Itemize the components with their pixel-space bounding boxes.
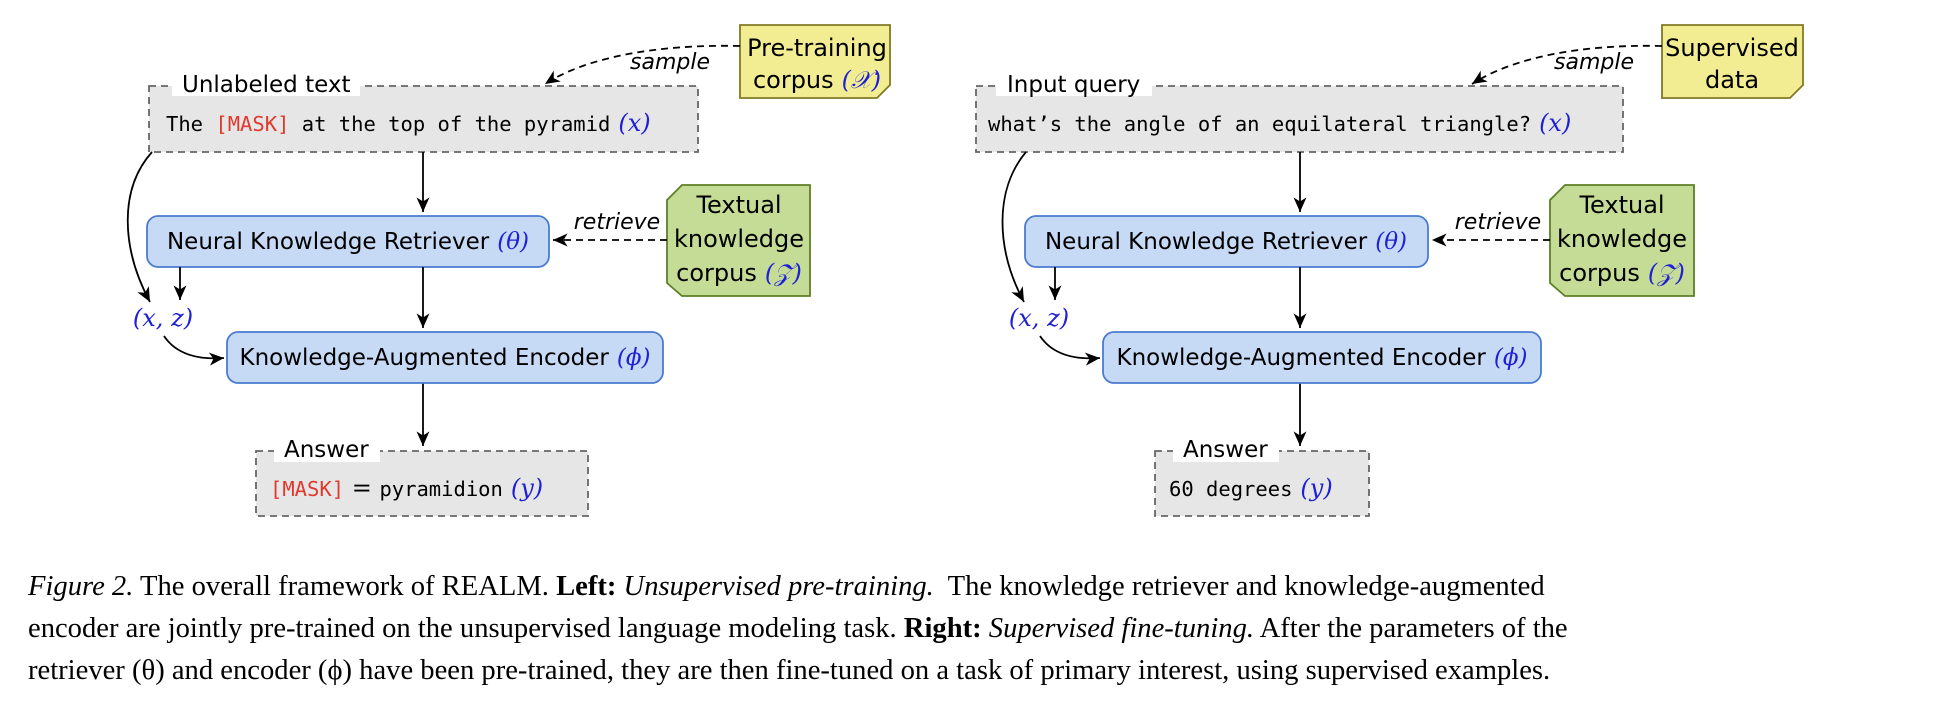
right-xz-to-encoder-arrow xyxy=(1039,335,1101,366)
left-source-line2: corpus(𝒳) xyxy=(753,66,881,94)
right-sample-label: sample xyxy=(1554,50,1634,75)
right-query-text: what’s the angle of an equilateral trian… xyxy=(988,109,1571,137)
right-encoder-box xyxy=(1102,331,1542,384)
right-panel: Input query what’s the angle of an equil… xyxy=(975,24,1804,517)
left-retriever-text: Neural Knowledge Retriever(θ) xyxy=(167,229,529,255)
right-answer-var: (y) xyxy=(1300,474,1332,502)
left-sample-label: sample xyxy=(630,50,710,75)
right-encoder-text: Knowledge-Augmented Encoder(ϕ) xyxy=(1116,345,1527,371)
right-retriever-box xyxy=(1024,215,1429,268)
left-answer-text: [MASK] = pyramidion(y) xyxy=(270,474,543,502)
left-source-line1: Pre-training xyxy=(747,34,887,62)
caption-line-3: retriever (θ) and encoder (ϕ) have been … xyxy=(28,655,1551,686)
left-kc-line3: corpus(𝒵) xyxy=(676,259,802,287)
right-query-to-xz-arrow xyxy=(1001,151,1027,303)
left-sample-arrow xyxy=(544,44,741,85)
left-kc-line1: Textual xyxy=(695,191,781,219)
left-query-text: The [MASK] at the top of the pyramid(x) xyxy=(166,109,651,137)
right-answer-text: 60 degrees(y) xyxy=(1169,474,1333,502)
right-xz-label: (x, z) xyxy=(1009,304,1069,332)
right-kc-line1: Textual xyxy=(1578,191,1664,219)
left-knowledge-corpus-note xyxy=(666,184,811,297)
left-query-label: Unlabeled text xyxy=(182,72,351,98)
left-answer-var: (y) xyxy=(511,474,543,502)
left-xz-label: (x, z) xyxy=(133,304,193,332)
left-encoder-text: Knowledge-Augmented Encoder(ϕ) xyxy=(239,345,650,371)
left-encoder-box xyxy=(226,331,664,384)
left-panel: Unlabeled text The [MASK] at the top of … xyxy=(126,24,891,517)
left-kc-line2: knowledge xyxy=(674,225,804,253)
left-query-box xyxy=(148,85,699,153)
right-sample-arrow xyxy=(1471,44,1663,85)
left-retriever-box xyxy=(146,215,550,268)
left-answer-mask: [MASK] xyxy=(270,477,344,501)
right-source-line2: data xyxy=(1705,66,1759,94)
right-query-var: (x) xyxy=(1539,109,1571,137)
right-kc-line2: knowledge xyxy=(1557,225,1687,253)
right-knowledge-corpus-note xyxy=(1549,184,1695,297)
right-query-box xyxy=(975,85,1624,153)
right-kc-line3: corpus(𝒵) xyxy=(1559,259,1685,287)
right-retriever-text: Neural Knowledge Retriever(θ) xyxy=(1045,229,1407,255)
figure-caption: Figure 2. The overall framework of REALM… xyxy=(28,566,1928,692)
left-answer-label: Answer xyxy=(284,437,369,463)
right-source-line1: Supervised xyxy=(1665,34,1799,62)
left-query-mask: [MASK] xyxy=(215,112,289,136)
left-query-var: (x) xyxy=(618,109,650,137)
left-query-to-xz-arrow xyxy=(126,151,153,303)
caption-line-2: encoder are jointly pre-trained on the u… xyxy=(28,613,1568,644)
right-source-note xyxy=(1661,24,1804,99)
caption-line-1: Figure 2. The overall framework of REALM… xyxy=(28,571,1545,602)
right-query-label: Input query xyxy=(1007,72,1140,98)
right-retrieve-label: retrieve xyxy=(1455,210,1541,235)
right-answer-label: Answer xyxy=(1183,437,1268,463)
left-source-note xyxy=(739,24,891,99)
left-xz-to-encoder-arrow xyxy=(163,335,225,366)
caption-figure-label: Figure 2. xyxy=(28,571,134,602)
left-retrieve-label: retrieve xyxy=(574,210,660,235)
